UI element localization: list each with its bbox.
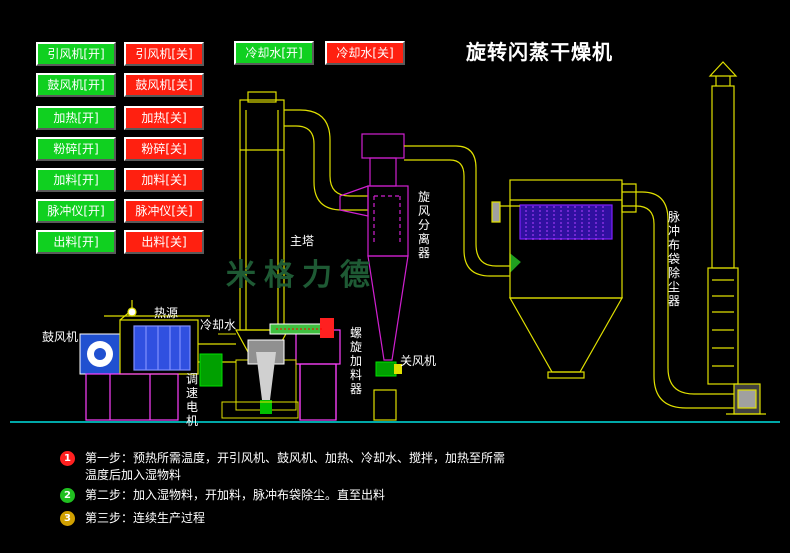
blower-off-button[interactable]: 鼓风机[关]	[124, 73, 204, 97]
duct-tower-to-cyclone	[284, 109, 368, 211]
fan-induced-off-button[interactable]: 引风机[关]	[124, 42, 204, 66]
heating-off-button[interactable]: 加热[关]	[124, 106, 204, 130]
main-tower	[234, 91, 290, 353]
step-3-text: 第三步：连续生产过程	[85, 511, 206, 525]
step-1-number: 1	[60, 451, 75, 466]
cooling-water-on-button[interactable]: 冷却水[开]	[234, 41, 314, 65]
label-air-lock: 关风机	[400, 354, 437, 368]
discharge-on-button[interactable]: 出料[开]	[36, 230, 116, 254]
chimney	[707, 61, 739, 385]
duct-baghouse-to-fan	[621, 183, 734, 409]
label-blower: 鼓风机	[42, 330, 79, 344]
induced-fan	[726, 383, 766, 415]
label-main-tower: 主塔	[290, 234, 315, 248]
baghouse	[491, 179, 624, 379]
pulse-off-button[interactable]: 脉冲仪[关]	[124, 199, 204, 223]
air-lock	[375, 361, 402, 377]
cooling-water-off-button[interactable]: 冷却水[关]	[325, 41, 405, 65]
blower	[79, 333, 121, 375]
label-baghouse: 脉冲布袋除尘器	[668, 210, 681, 308]
feeding-on-button[interactable]: 加料[开]	[36, 168, 116, 192]
heating-on-button[interactable]: 加热[开]	[36, 106, 116, 130]
feeding-off-button[interactable]: 加料[关]	[124, 168, 204, 192]
label-cooling-water: 冷却水	[200, 318, 237, 332]
support-frames	[85, 329, 397, 421]
discharge-off-button[interactable]: 出料[关]	[124, 230, 204, 254]
speed-motor	[199, 339, 299, 419]
bag-filter-tubes	[525, 206, 604, 240]
grinding-off-button[interactable]: 粉碎[关]	[124, 137, 204, 161]
label-heat-source: 热源	[154, 306, 179, 320]
step-2-number: 2	[60, 488, 75, 503]
label-speed-motor: 调速电机	[186, 372, 199, 428]
label-screw-feeder: 螺旋加料器	[350, 326, 363, 396]
page-title: 旋转闪蒸干燥机	[466, 40, 613, 64]
watermark: 米格力德	[226, 258, 378, 293]
fan-induced-on-button[interactable]: 引风机[开]	[36, 42, 116, 66]
grinding-on-button[interactable]: 粉碎[开]	[36, 137, 116, 161]
step-1-text: 第一步：预热所需温度，开引风机、鼓风机、加热、冷却水、搅拌，加热至所需温度后加入…	[85, 451, 506, 482]
label-cyclone: 旋风分离器	[418, 190, 431, 260]
blower-on-button[interactable]: 鼓风机[开]	[36, 73, 116, 97]
step-2-text: 第二步：加入湿物料，开加料，脉冲布袋除尘。直至出料	[85, 488, 386, 502]
step-3-number: 3	[60, 511, 75, 526]
pulse-on-button[interactable]: 脉冲仪[开]	[36, 199, 116, 223]
screw-feeder	[269, 318, 334, 338]
